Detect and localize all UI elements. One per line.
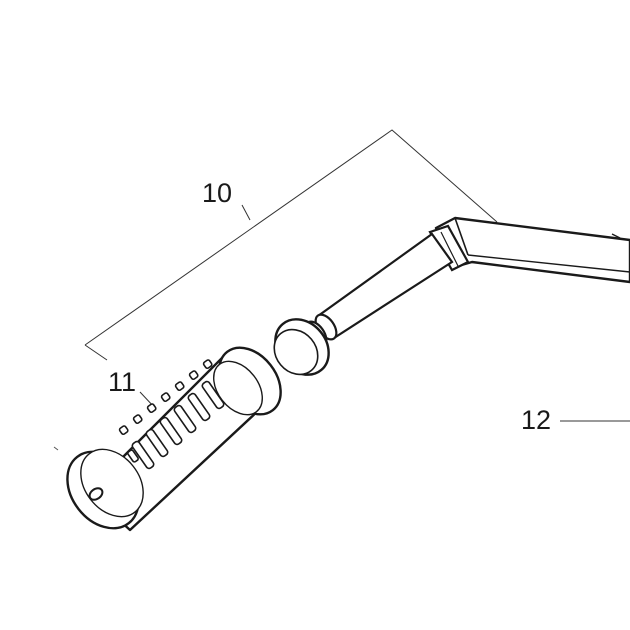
bar-end-shaft [304,232,454,348]
callout-12: 12 [521,405,552,435]
handlebar-tube [434,216,630,284]
callout-11: 11 [108,367,137,397]
callout-10: 10 [202,178,233,208]
grip-slots [118,359,225,470]
tick-mark [53,446,59,451]
bracket-10 [84,129,498,361]
end-plug [273,318,330,376]
